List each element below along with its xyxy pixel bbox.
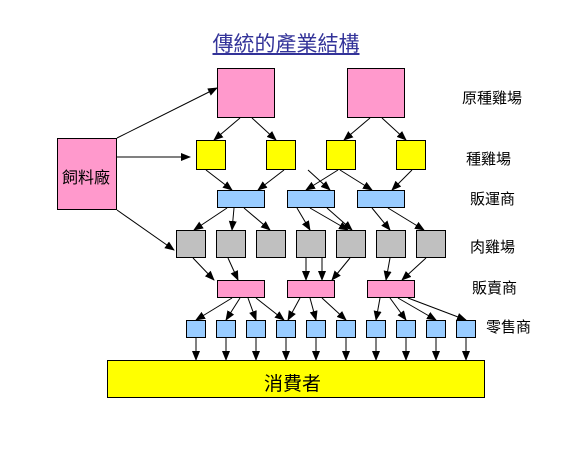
broiler-farm-label: 肉雞場 <box>470 238 516 256</box>
transport-trader-box <box>357 190 405 208</box>
retailer-box <box>426 320 446 338</box>
flow-arrow <box>373 297 382 321</box>
flow-arrow <box>387 207 425 231</box>
retailer-box <box>456 320 476 338</box>
flow-arrow <box>383 257 392 281</box>
flow-arrow <box>255 297 285 321</box>
flow-arrow <box>309 207 349 231</box>
flow-arrow <box>213 117 241 141</box>
diagram-title: 傳統的產業結構 <box>212 32 360 56</box>
flow-arrow <box>381 117 407 141</box>
flow-arrow <box>307 169 331 191</box>
flow-arrow <box>116 209 175 251</box>
wholesaler-box <box>217 280 265 298</box>
parent-farm-box <box>196 140 226 170</box>
retailer-box <box>246 320 266 338</box>
flow-arrow <box>228 207 237 231</box>
flow-arrow <box>195 297 233 321</box>
flow-arrow <box>305 169 339 191</box>
retailer-box <box>366 320 386 338</box>
flow-arrow <box>296 207 311 231</box>
flow-arrow <box>331 257 351 281</box>
broiler-farm-box <box>216 230 246 258</box>
broiler-farm-box <box>296 230 326 258</box>
flow-arrow <box>227 257 239 281</box>
transport-trader-box <box>287 190 335 208</box>
flow-arrow <box>116 87 218 139</box>
flow-arrow <box>407 297 467 321</box>
flow-arrow <box>371 207 391 231</box>
transport-trader-label: 販運商 <box>470 190 516 208</box>
wholesaler-box <box>287 280 335 298</box>
consumer-label: 消費者 <box>264 373 322 395</box>
feed-mill-label: 飼料廠 <box>62 168 111 187</box>
flow-arrow <box>343 117 371 141</box>
parent-farm-box <box>396 140 426 170</box>
retailer-box <box>306 320 326 338</box>
wholesaler-box <box>367 280 415 298</box>
grandparent-farm-box <box>217 68 275 118</box>
flow-arrow <box>397 297 437 321</box>
flow-arrow <box>339 169 373 191</box>
consumer-box <box>107 360 485 398</box>
transport-trader-box <box>217 190 265 208</box>
retailer-label: 零售商 <box>486 318 532 336</box>
parent-farm-label: 種雞場 <box>466 150 512 168</box>
flow-arrow <box>205 169 233 191</box>
grandparent-farm-box <box>347 68 405 118</box>
flow-arrow <box>401 257 427 281</box>
parent-farm-box <box>266 140 296 170</box>
flow-arrow <box>243 207 271 231</box>
flow-arrow <box>321 297 347 321</box>
flow-arrow <box>287 297 301 321</box>
flow-arrow <box>326 207 353 231</box>
retailer-box <box>276 320 296 338</box>
flow-arrow <box>192 257 215 281</box>
feed-mill-box <box>57 138 117 210</box>
parent-farm-box <box>326 140 356 170</box>
flow-arrow <box>309 297 318 321</box>
retailer-box <box>216 320 236 338</box>
flow-arrow <box>389 297 407 321</box>
broiler-farm-box <box>176 230 206 258</box>
flow-arrow <box>257 169 285 191</box>
flow-arrow <box>225 297 241 321</box>
retailer-box <box>336 320 356 338</box>
flow-arrow <box>193 207 228 231</box>
broiler-farm-box <box>376 230 406 258</box>
broiler-farm-box <box>336 230 366 258</box>
grandparent-farm-label: 原種雞場 <box>462 89 523 107</box>
retailer-box <box>186 320 206 338</box>
broiler-farm-box <box>416 230 446 258</box>
retailer-box <box>396 320 416 338</box>
wholesaler-label: 販賣商 <box>472 279 518 297</box>
broiler-farm-box <box>256 230 286 258</box>
flow-arrow <box>251 117 277 141</box>
flow-arrow <box>247 297 257 321</box>
flow-arrow <box>391 169 413 191</box>
